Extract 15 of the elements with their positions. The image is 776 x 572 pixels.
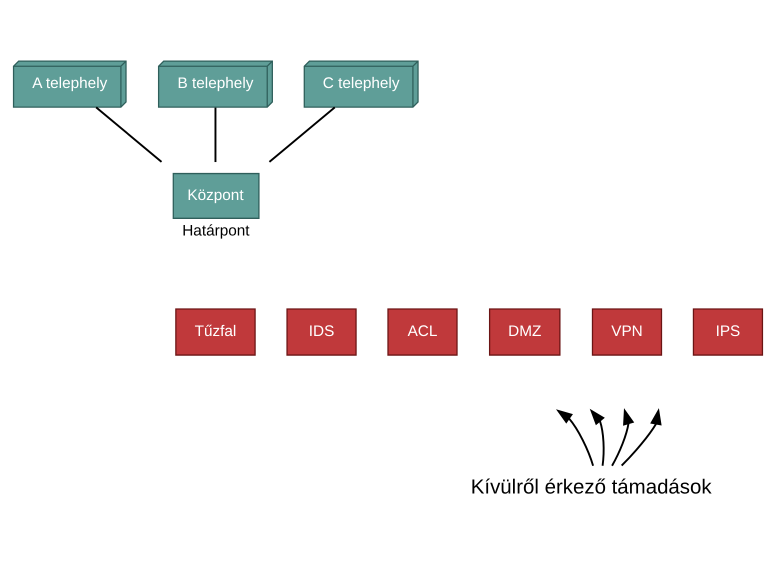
arrow [556, 408, 594, 466]
node-box: VPN [592, 308, 662, 356]
node-box: Tűzfal [175, 308, 256, 356]
node-box: DMZ [488, 308, 561, 356]
connector [96, 106, 162, 162]
arrow [611, 408, 634, 466]
node-box: IDS [286, 308, 357, 356]
arrow [620, 408, 662, 466]
arrow [590, 408, 605, 466]
node-label: Határpont [182, 222, 250, 240]
connector [214, 107, 216, 162]
node-box: IPS [692, 308, 764, 356]
connector [268, 106, 336, 162]
node-box: ACL [387, 308, 458, 356]
node-text: Kívülről érkező támadások [470, 475, 712, 498]
